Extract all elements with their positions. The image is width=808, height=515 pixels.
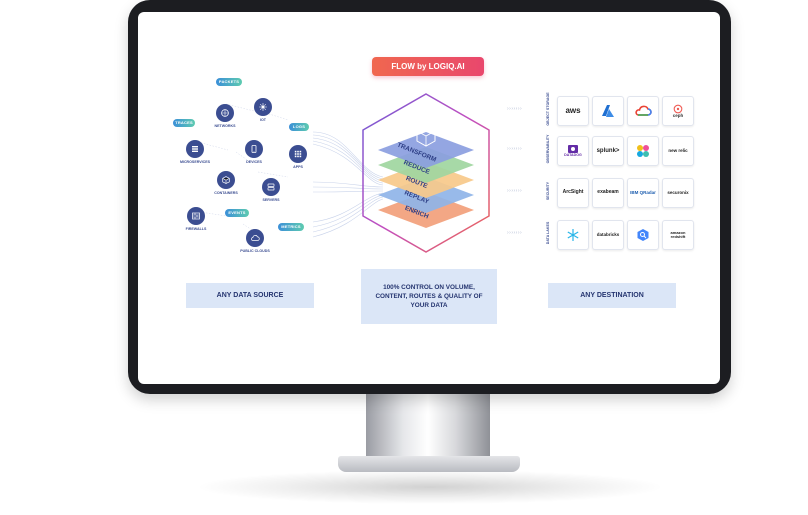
google-cloud-icon xyxy=(635,105,652,116)
tile-azure xyxy=(592,96,624,126)
ceph-icon xyxy=(673,104,683,113)
server-icon xyxy=(267,183,275,191)
devices-label: DEVICES xyxy=(246,160,262,164)
containers-node xyxy=(217,171,235,189)
cloud-icon xyxy=(251,235,260,241)
iot-icon xyxy=(259,103,267,111)
tag-logs: LOGS xyxy=(289,123,309,131)
apps-node xyxy=(289,145,307,163)
layer-transform xyxy=(378,132,474,168)
tag-metrics: METRICS xyxy=(278,223,304,231)
tile-aws: aws xyxy=(557,96,589,126)
tile-exabeam: exabeam xyxy=(592,178,624,208)
azure-icon xyxy=(602,105,614,117)
control-panel: 100% CONTROL ON VOLUME, CONTENT, ROUTES … xyxy=(361,269,497,324)
tile-new-relic: new relic xyxy=(662,136,694,166)
devices-node xyxy=(245,140,263,158)
iot-label: IOT xyxy=(260,118,266,122)
arrows-object-storage: ››››››› xyxy=(507,106,523,112)
monitor-neck xyxy=(366,393,490,459)
stand-shadow xyxy=(200,470,660,504)
elastic-icon xyxy=(637,145,649,157)
arrows-security: ››››››› xyxy=(507,188,523,194)
tile-google-cloud xyxy=(627,96,659,126)
tag-traces: TRACES xyxy=(173,119,195,127)
firewall-icon xyxy=(192,212,200,220)
bigquery-icon xyxy=(637,229,649,241)
servers-label: SERVERS xyxy=(262,198,280,202)
tag-packets: PACKETS xyxy=(216,78,242,86)
tile-amazon-redshift: amazon redshift xyxy=(662,220,694,250)
microservices-icon xyxy=(192,146,198,152)
containers-label: CONTAINERS xyxy=(214,191,238,195)
cube-icon xyxy=(416,125,436,147)
any-destination-panel: ANY DESTINATION xyxy=(548,283,676,308)
tile-splunk: splunk> xyxy=(592,136,624,166)
flow-badge: FLOW by LOGIQ.AI xyxy=(372,57,484,76)
snowflake-icon xyxy=(567,229,579,241)
network-icon xyxy=(221,109,229,117)
tag-events: EVENTS xyxy=(225,209,249,217)
microservices-label: MICROSERVICES xyxy=(179,160,211,164)
container-icon xyxy=(222,176,230,184)
hexagon-outline xyxy=(362,93,490,253)
tile-snowflake xyxy=(557,220,589,250)
arrows-data-lakes: ››››››› xyxy=(507,230,523,236)
servers-node xyxy=(262,178,280,196)
networks-node xyxy=(216,104,234,122)
tile-datadog: DATADOG xyxy=(557,136,589,166)
tile-securonix: securonix xyxy=(662,178,694,208)
iot-node xyxy=(254,98,272,116)
category-data-lakes: DATA LAKES xyxy=(546,221,550,245)
category-observability: OBSERVABILITY xyxy=(546,134,550,164)
microservices-node xyxy=(186,140,204,158)
public-clouds-label: PUBLIC CLOUDS xyxy=(240,249,270,253)
tile-elastic xyxy=(627,136,659,166)
firewalls-label: FIREWALLS xyxy=(185,227,207,231)
category-object-storage: OBJECT STORAGE xyxy=(546,92,550,126)
category-security: SECURITY xyxy=(546,181,550,201)
tile-bigquery xyxy=(627,220,659,250)
data-flow-lines xyxy=(197,103,384,238)
apps-icon xyxy=(294,150,302,158)
apps-label: APPS xyxy=(293,165,303,169)
networks-label: NETWORKS xyxy=(214,124,236,128)
datadog-icon xyxy=(568,145,578,154)
tile-ibm-qradar: IBM QRadar xyxy=(627,178,659,208)
firewalls-node xyxy=(187,207,205,225)
tile-ceph: ceph xyxy=(662,96,694,126)
monitor-base xyxy=(338,456,520,472)
tile-arcsight: ArcSight xyxy=(557,178,589,208)
public-clouds-node xyxy=(246,229,264,247)
arrows-observability: ››››››› xyxy=(507,146,523,152)
device-icon xyxy=(251,145,257,153)
any-data-source-panel: ANY DATA SOURCE xyxy=(186,283,314,308)
tile-databricks: databricks xyxy=(592,220,624,250)
